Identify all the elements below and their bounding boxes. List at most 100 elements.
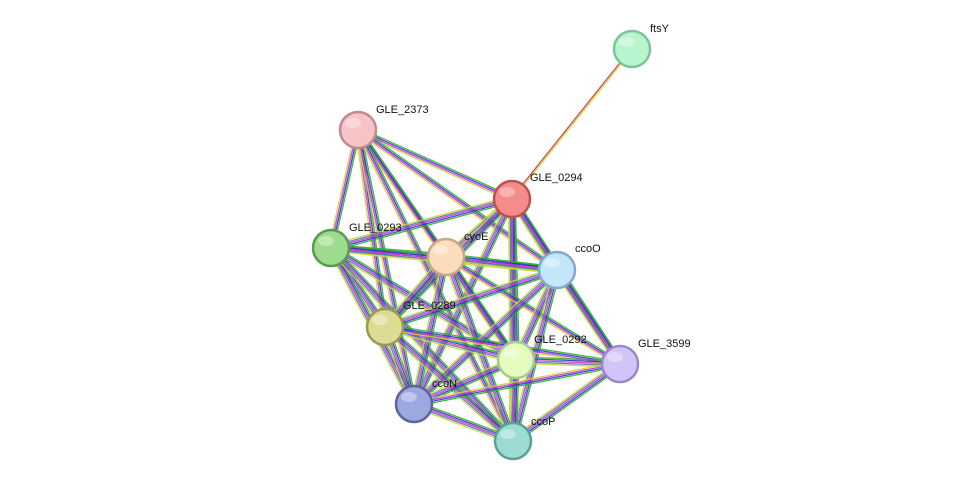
edge-ccoO-GLE_0289[interactable]	[383, 266, 559, 331]
node-circle[interactable]	[365, 307, 405, 347]
edge-evidence-line	[358, 128, 513, 199]
edge-evidence-line	[329, 129, 358, 248]
node-GLE_0293[interactable]: GLE_0293	[311, 222, 402, 268]
node-circle[interactable]	[600, 344, 640, 384]
edge-evidence-line	[512, 269, 558, 442]
node-highlight	[499, 187, 515, 197]
node-highlight	[503, 348, 519, 358]
edge-evidence-line	[510, 360, 619, 439]
edge-evidence-line	[410, 256, 444, 404]
edge-GLE_3599-ccoN[interactable]	[413, 361, 621, 407]
edge-GLE_0289-GLE_3599[interactable]	[384, 323, 621, 368]
edge-evidence-line	[384, 329, 516, 364]
node-label: GLE_2373	[376, 104, 429, 116]
node-circle[interactable]	[394, 384, 434, 424]
node-label: ccoO	[575, 243, 601, 255]
edge-evidence-line	[511, 362, 620, 441]
edge-GLE_0289-ccoP[interactable]	[382, 324, 516, 444]
node-circle[interactable]	[493, 421, 533, 461]
edge-evidence-line	[386, 324, 516, 440]
edge-evidence-line	[356, 130, 414, 405]
edge-evidence-line	[331, 199, 513, 251]
edge-evidence-line	[446, 255, 621, 364]
edge-cyoE-ccoN[interactable]	[410, 256, 450, 405]
edge-evidence-line	[359, 129, 417, 404]
edges-layer	[327, 48, 634, 445]
edge-evidence-line	[413, 362, 620, 404]
node-ftsY[interactable]: ftsY	[612, 23, 670, 69]
edge-evidence-line	[508, 199, 511, 442]
edge-evidence-line	[356, 131, 556, 273]
edge-GLE_0293-ccoP[interactable]	[328, 245, 516, 444]
edge-evidence-line	[414, 270, 559, 406]
node-label: ftsY	[650, 23, 670, 35]
edge-ftsY-GLE_0294[interactable]	[510, 48, 634, 200]
edge-evidence-line	[512, 363, 621, 442]
edge-evidence-line	[355, 130, 512, 443]
node-GLE_3599[interactable]: GLE_3599	[600, 338, 691, 384]
edge-evidence-line	[384, 269, 558, 328]
edge-evidence-line	[446, 255, 518, 360]
edge-evidence-line	[515, 270, 561, 442]
node-circle[interactable]	[311, 228, 351, 268]
edge-cyoE-GLE_3599[interactable]	[444, 254, 622, 367]
node-GLE_0292[interactable]: GLE_0292	[496, 334, 587, 380]
node-GLE_0294[interactable]: GLE_0294	[492, 172, 583, 219]
node-label: cyoE	[464, 231, 488, 243]
node-highlight	[544, 258, 560, 268]
node-circle[interactable]	[492, 179, 532, 219]
edge-evidence-line	[330, 198, 513, 249]
edge-ccoO-ccoN[interactable]	[411, 267, 560, 407]
edge-evidence-line	[384, 326, 514, 442]
edge-evidence-line	[330, 196, 512, 248]
edge-evidence-line	[358, 128, 558, 270]
node-ccoO[interactable]: ccoO	[537, 243, 601, 290]
edge-evidence-line	[358, 129, 416, 404]
edge-evidence-line	[359, 127, 559, 269]
edge-evidence-line	[331, 246, 515, 441]
edge-evidence-line	[513, 270, 560, 442]
edge-evidence-line	[329, 195, 512, 246]
node-GLE_2373[interactable]: GLE_2373	[338, 104, 429, 150]
edge-evidence-line	[329, 248, 513, 443]
edge-GLE_2373-GLE_0293[interactable]	[328, 129, 361, 249]
edge-evidence-line	[415, 271, 560, 407]
edge-evidence-line	[411, 267, 556, 403]
node-circle[interactable]	[496, 340, 536, 380]
edge-evidence-line	[354, 130, 384, 328]
node-cyoE[interactable]: cyoE	[426, 231, 488, 277]
edge-GLE_0294-GLE_0293[interactable]	[329, 195, 514, 252]
edge-evidence-line	[413, 256, 447, 405]
node-label: GLE_0292	[534, 334, 587, 346]
edge-evidence-line	[414, 257, 449, 405]
edge-evidence-line	[383, 266, 557, 325]
edge-evidence-line	[512, 49, 634, 200]
edge-evidence-line	[446, 254, 622, 363]
edge-GLE_2373-ccoN[interactable]	[355, 129, 417, 405]
edge-evidence-line	[384, 267, 557, 327]
node-highlight	[433, 245, 449, 255]
node-label: GLE_0289	[403, 300, 456, 312]
node-circle[interactable]	[426, 237, 466, 277]
edge-evidence-line	[412, 268, 557, 404]
node-GLE_0289[interactable]: GLE_0289	[365, 300, 456, 347]
node-circle[interactable]	[612, 29, 652, 69]
node-ccoP[interactable]: ccoP	[493, 416, 555, 461]
edge-evidence-line	[331, 201, 514, 252]
node-circle[interactable]	[338, 110, 378, 150]
edge-GLE_2373-GLE_0294[interactable]	[356, 127, 514, 202]
edge-GLE_2373-ccoO[interactable]	[356, 127, 559, 273]
edge-evidence-line	[416, 257, 450, 405]
edge-evidence-line	[413, 269, 558, 405]
edge-evidence-line	[448, 254, 520, 359]
node-label: GLE_3599	[638, 338, 691, 350]
edge-evidence-line	[510, 48, 632, 199]
edge-evidence-line	[384, 327, 620, 366]
edge-GLE_3599-ccoP[interactable]	[510, 360, 623, 445]
edge-evidence-line	[413, 361, 620, 403]
edge-evidence-line	[513, 364, 622, 443]
node-circle[interactable]	[537, 250, 577, 290]
edge-evidence-line	[411, 256, 446, 404]
node-ccoN[interactable]: ccoN	[394, 378, 457, 424]
